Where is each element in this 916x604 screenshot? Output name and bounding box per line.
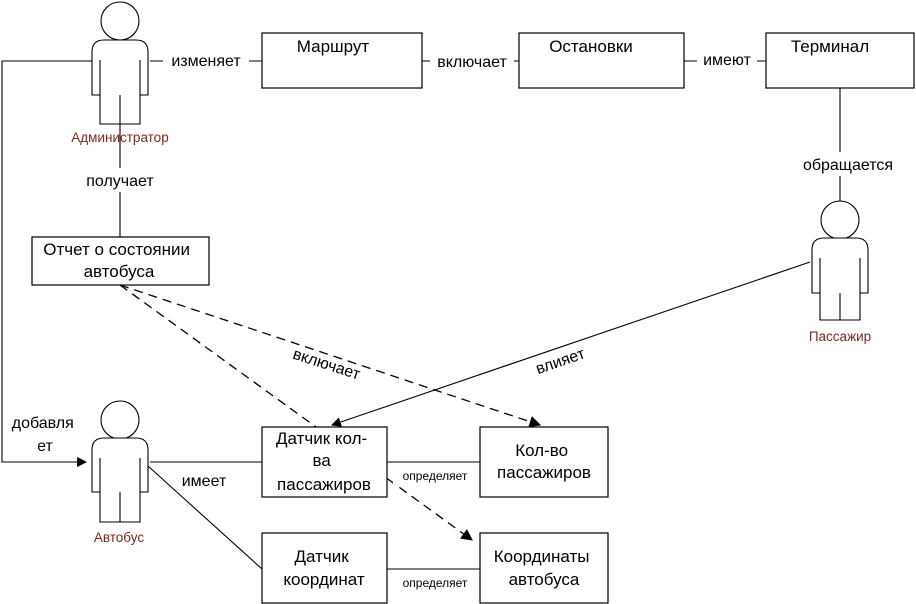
person-icon (91, 400, 149, 523)
box-route[interactable]: Маршрут (261, 32, 423, 89)
box-report-line-2: автобуса (84, 262, 155, 281)
svg-text:Маршрут: Маршрут (297, 37, 370, 56)
svg-text:Кол-во пассажиров: Кол-во пассажиров (497, 441, 591, 482)
svg-text:Отчет о состоянии автобу: Отчет о состоянии автобуса (43, 240, 194, 281)
label-has: имеет (182, 473, 227, 490)
actor-passenger[interactable]: Пассажир (809, 200, 871, 344)
edge-report-passenger-count (119, 284, 542, 428)
box-sensor-count-line-1: Датчик кол- (276, 429, 367, 448)
box-bus-coords-line-2: автобуса (509, 570, 580, 589)
box-report-line-1: Отчет о состоянии (43, 240, 190, 259)
person-icon (811, 200, 869, 321)
edge-bus-sensor-coords (147, 465, 263, 570)
actor-bus-label: Автобус (94, 530, 144, 545)
box-passenger-count[interactable]: Кол-во пассажиров (479, 426, 609, 498)
label-receives: получает (86, 173, 154, 190)
label-adds-line-2: ет (37, 438, 53, 455)
box-passenger-count-line-2: пассажиров (497, 463, 591, 482)
box-bus-coords-line-1: Координаты (494, 547, 590, 566)
label-determines-2: определяет (403, 576, 468, 590)
label-adds: добавля ет (12, 415, 79, 455)
label-addresses: обращается (803, 157, 893, 174)
svg-text:Остановки: Остановки (549, 37, 633, 56)
svg-text:Терминал: Терминал (791, 37, 869, 56)
box-sensor-count-line-3: пассажиров (277, 475, 371, 494)
box-sensor-coords-line-1: Датчик (295, 547, 350, 566)
actor-passenger-label: Пассажир (809, 329, 871, 344)
box-bus-coords[interactable]: Координаты автобуса (479, 532, 609, 604)
label-determines-1: определяет (403, 469, 468, 483)
label-affects: влияет (534, 345, 588, 378)
box-sensor-count[interactable]: Датчик кол- ва пассажиров (261, 426, 388, 498)
box-passenger-count-line-1: Кол-во (515, 441, 568, 460)
actor-admin[interactable]: Администратор (71, 1, 169, 145)
svg-text:Координаты автобуса: Координаты автобуса (494, 547, 595, 589)
label-includes-dashed: включает (291, 346, 363, 384)
label-adds-line-1: добавля (12, 415, 74, 432)
box-sensor-coords[interactable]: Датчик координат (261, 532, 388, 604)
edge-report-bus-coords (119, 284, 473, 541)
box-route-line-1: Маршрут (297, 37, 370, 56)
edge-passenger-sensor (331, 261, 811, 427)
box-sensor-count-line-2: ва (312, 451, 331, 470)
label-have: имеют (703, 52, 751, 69)
box-report[interactable]: Отчет о состоянии автобуса (31, 236, 210, 286)
person-icon (91, 1, 149, 125)
box-stops[interactable]: Остановки (518, 32, 685, 89)
svg-text:Датчик координат: Датчик координат (283, 547, 364, 589)
edge-admin-bus (1, 60, 92, 467)
label-includes-top: включает (437, 54, 507, 71)
svg-text:Датчик кол- ва пас: Датчик кол- ва пассажиров (276, 429, 372, 494)
box-terminal[interactable]: Терминал (765, 32, 915, 89)
actor-bus[interactable]: Автобус (91, 400, 149, 545)
actor-admin-label: Администратор (71, 130, 168, 145)
label-changes: изменяет (171, 53, 241, 70)
box-stops-line-1: Остановки (549, 37, 633, 56)
box-terminal-line-1: Терминал (791, 37, 869, 56)
box-sensor-coords-line-2: координат (283, 570, 364, 589)
